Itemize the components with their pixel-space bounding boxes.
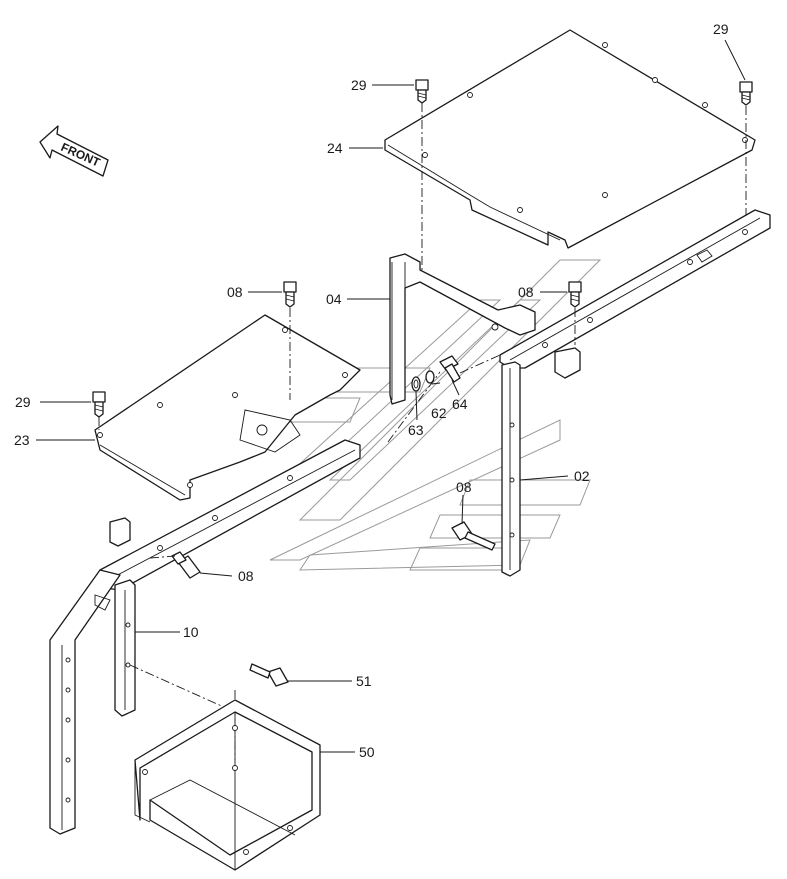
bolt-29-top-left xyxy=(415,79,429,104)
bolt-08-upper-left xyxy=(283,281,297,308)
callout-63: 63 xyxy=(408,422,424,438)
part-02-frame-rail xyxy=(499,209,771,577)
callout-24: 24 xyxy=(327,140,343,156)
callout-29: 29 xyxy=(15,394,31,410)
callout-64: 64 xyxy=(452,396,468,412)
part-24-cover-plate xyxy=(384,29,756,249)
callout-08: 08 xyxy=(238,568,254,584)
bolt-29-top-right xyxy=(739,81,753,106)
part-10-stand xyxy=(49,569,136,835)
callout-10: 10 xyxy=(183,624,199,640)
washer-62 xyxy=(425,370,435,384)
washer-63 xyxy=(411,376,421,392)
bolt-08-lower-left xyxy=(171,551,201,579)
part-23-plate xyxy=(94,314,361,501)
bolt-08-lower-right xyxy=(451,521,496,551)
callout-04: 04 xyxy=(326,291,342,307)
bolt-64 xyxy=(439,355,461,383)
callout-29: 29 xyxy=(713,21,729,37)
callout-23: 23 xyxy=(14,432,30,448)
part-50-box xyxy=(134,699,321,871)
callout-08: 08 xyxy=(227,284,243,300)
callout-02: 02 xyxy=(574,468,590,484)
callout-62: 62 xyxy=(431,405,447,421)
callout-50: 50 xyxy=(359,744,375,760)
bolt-08-upper-right xyxy=(568,281,582,308)
callout-08: 08 xyxy=(518,284,534,300)
leader-lines xyxy=(36,39,746,753)
bolt-29-left xyxy=(92,391,106,418)
callout-29: 29 xyxy=(351,77,367,93)
callout-08: 08 xyxy=(456,479,472,495)
callout-51: 51 xyxy=(356,673,372,689)
bolt-51 xyxy=(249,663,289,687)
front-direction-arrow: FRONT xyxy=(39,125,109,177)
callout-labels: 29 29 24 08 04 08 29 23 63 62 64 02 08 0… xyxy=(14,21,729,760)
part-04-frame xyxy=(389,253,536,405)
bracket-upper-post xyxy=(109,517,131,547)
